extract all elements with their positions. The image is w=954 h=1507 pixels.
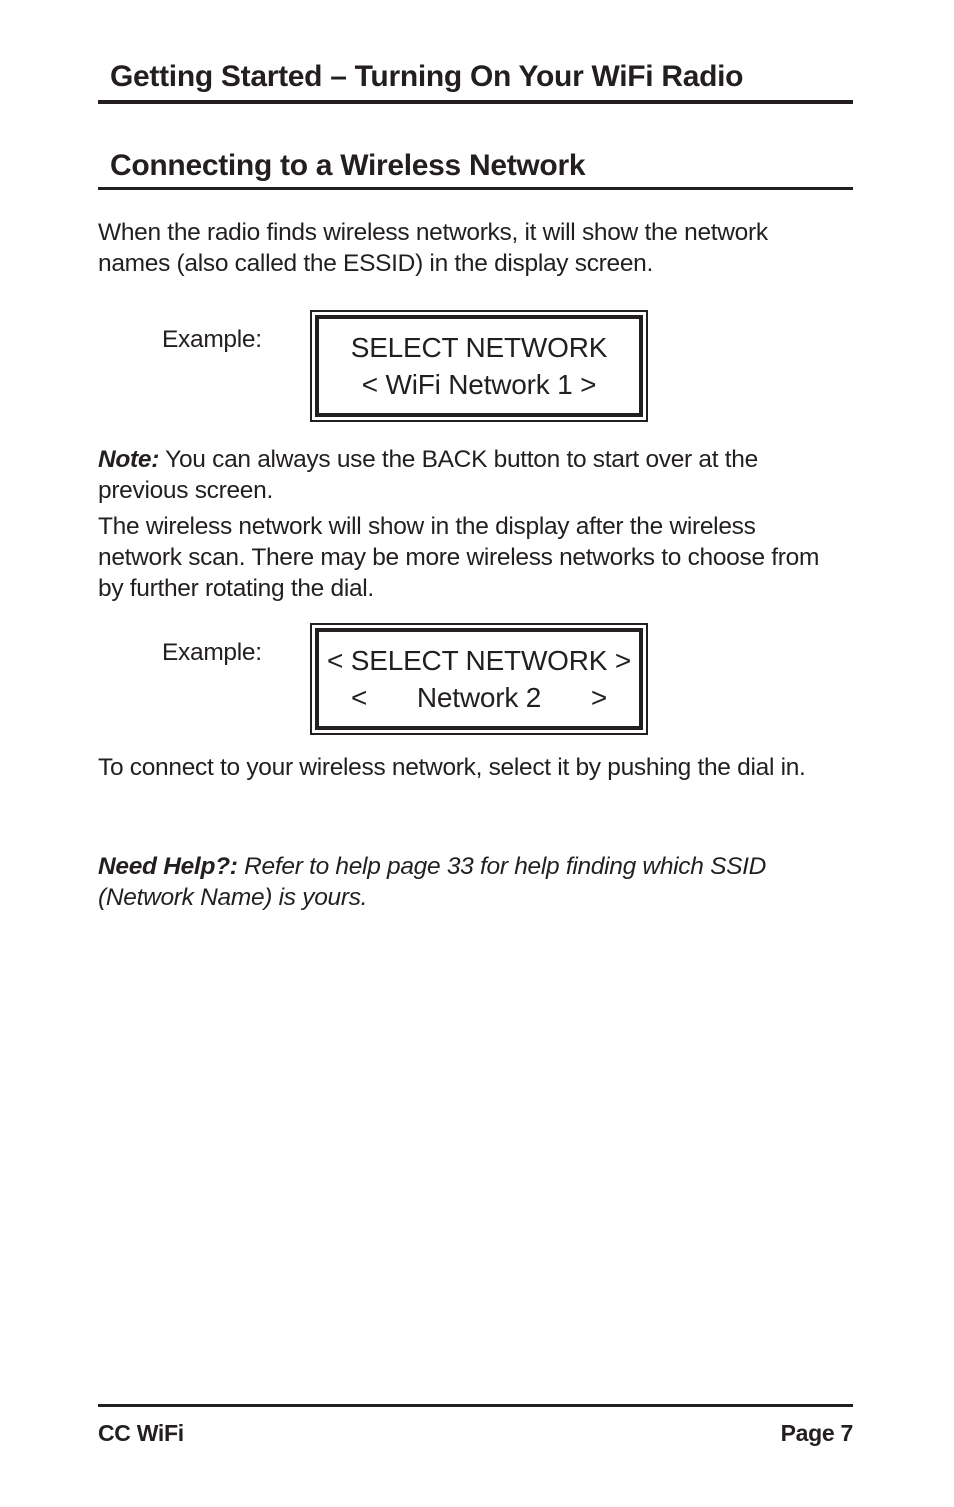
lcd-display-1-line-2: < WiFi Network 1 >: [361, 368, 597, 400]
scan-paragraph: The wireless network will show in the di…: [98, 511, 853, 604]
help-line-1: Need Help?: Refer to help page 33 for he…: [98, 851, 853, 882]
lcd-display-1-line-1: SELECT NETWORK: [350, 331, 608, 363]
scan-line-2: network scan. There may be more wireless…: [98, 544, 820, 571]
footer-page-number: Page 7: [780, 1420, 854, 1446]
page-content: Getting Started – Turning On Your WiFi R…: [0, 62, 954, 913]
footer-product-name: CC WiFi: [98, 1420, 184, 1446]
note-label: Note:: [98, 446, 160, 473]
note-line-1-text: You can always use the BACK button to st…: [159, 446, 758, 473]
right-bracket: >: [590, 681, 607, 713]
left-bracket: <: [351, 681, 368, 713]
note-line-1: Note: You can always use the BACK button…: [98, 444, 853, 475]
help-line-2: (Network Name) is yours.: [98, 884, 368, 911]
network-name: Network 2: [416, 681, 542, 713]
section-title: Connecting to a Wireless Network: [98, 151, 853, 190]
footer: CC WiFi Page 7: [98, 1404, 853, 1447]
note-paragraph: Note: You can always use the BACK button…: [98, 444, 853, 506]
help-paragraph: Need Help?: Refer to help page 33 for he…: [98, 851, 853, 913]
help-line-1-text: Refer to help page 33 for help finding w…: [237, 853, 767, 880]
scan-line-1: The wireless network will show in the di…: [98, 513, 756, 540]
connect-paragraph: To connect to your wireless network, sel…: [98, 754, 806, 781]
intro-paragraph: When the radio finds wireless networks, …: [98, 217, 853, 279]
lcd-display-2-screen: < SELECT NETWORK > < Network 2 >: [315, 628, 643, 730]
lcd-display-2-line-1: < SELECT NETWORK >: [327, 644, 631, 676]
help-label: Need Help?:: [98, 853, 238, 880]
lcd-display-1: SELECT NETWORK < WiFi Network 1 >: [310, 310, 648, 422]
example-block-1: Example: SELECT NETWORK < WiFi Network 1…: [162, 310, 853, 422]
lcd-display-2: < SELECT NETWORK > < Network 2 >: [310, 623, 648, 735]
page-header-title: Getting Started – Turning On Your WiFi R…: [98, 62, 853, 104]
scan-line-3: by further rotating the dial.: [98, 575, 374, 602]
note-line-2: previous screen.: [98, 477, 273, 504]
lcd-display-1-screen: SELECT NETWORK < WiFi Network 1 >: [315, 315, 643, 417]
intro-line-1: When the radio finds wireless networks, …: [98, 219, 768, 246]
intro-line-2: names (also called the ESSID) in the dis…: [98, 250, 653, 277]
example-block-2: Example: < SELECT NETWORK > < Network 2 >: [162, 623, 853, 735]
example-label: Example:: [162, 639, 262, 666]
example-label: Example:: [162, 326, 262, 353]
lcd-display-2-line-2: < Network 2 >: [319, 681, 639, 713]
